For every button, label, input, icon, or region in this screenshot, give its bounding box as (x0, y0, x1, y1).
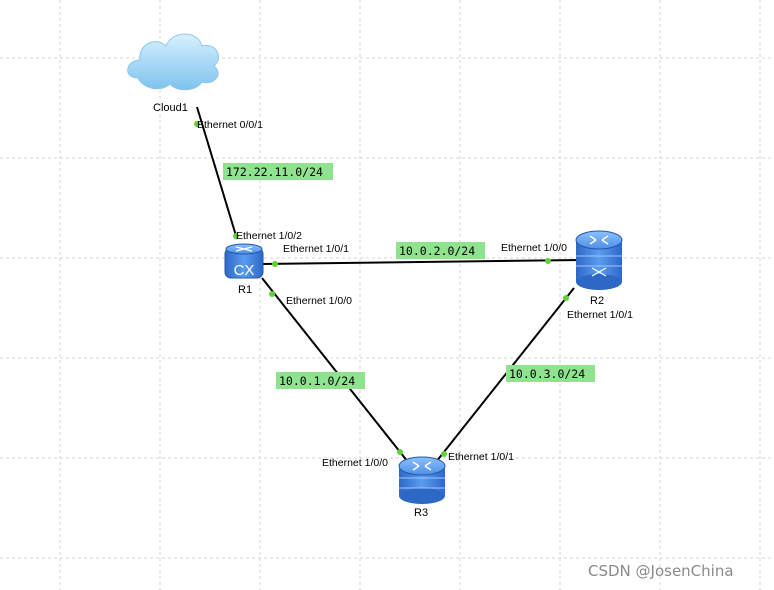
link-r1-r3[interactable] (261, 277, 409, 463)
r1-device[interactable]: CX R1 (224, 243, 264, 296)
subnet-text: 10.0.2.0/24 (399, 244, 475, 258)
r1-icon-text: CX (234, 262, 255, 279)
port-dot (545, 258, 551, 264)
port-dot (397, 449, 403, 455)
r1-label: R1 (238, 284, 252, 296)
link-r2-r3[interactable] (435, 287, 575, 463)
port-dot (233, 233, 239, 239)
subnet-label-cloud-r1: 172.22.11.0/24 (223, 163, 333, 180)
port-label-r3-e101: Ethernet 1/0/1 (448, 451, 514, 463)
port-label-r1-e102: Ethernet 1/0/2 (236, 230, 302, 242)
port-dot (272, 261, 278, 267)
r2-label: R2 (590, 295, 604, 307)
port-label-r2-e101: Ethernet 1/0/1 (567, 309, 633, 321)
port-label-cloud1-e001: Ethernet 0/0/1 (197, 119, 263, 131)
port-dot (194, 121, 200, 127)
subnet-text: 172.22.11.0/24 (226, 165, 323, 179)
subnet-label-r2-r3: 10.0.3.0/24 (506, 365, 595, 382)
port-label-r2-e100: Ethernet 1/0/0 (501, 242, 567, 254)
watermark-text: CSDN @JosenChina (588, 562, 734, 580)
subnet-label-r1-r2: 10.0.2.0/24 (396, 242, 485, 259)
router-cx-icon: CX (224, 243, 264, 279)
port-label-r1-e101: Ethernet 1/0/1 (283, 243, 349, 255)
port-dot (563, 295, 569, 301)
subnet-text: 10.0.3.0/24 (509, 367, 585, 381)
port-label-r3-e100: Ethernet 1/0/0 (322, 457, 388, 469)
r3-label: R3 (414, 507, 428, 519)
r2-device[interactable]: R2 (575, 230, 623, 307)
link-r1-r2[interactable] (261, 259, 581, 265)
r3-device[interactable]: R3 (398, 456, 446, 519)
cloud1-label: Cloud1 (153, 102, 188, 114)
router-icon (575, 230, 623, 290)
port-dot (441, 451, 447, 457)
subnet-text: 10.0.1.0/24 (279, 374, 355, 388)
port-label-r1-e100: Ethernet 1/0/0 (286, 295, 352, 307)
port-dot (269, 291, 275, 297)
link-cloud1-r1[interactable] (196, 106, 238, 240)
cloud1-device[interactable]: Cloud1 (127, 33, 219, 114)
cloud-icon (127, 33, 219, 91)
subnet-label-r1-r3: 10.0.1.0/24 (276, 372, 365, 389)
router-icon (398, 456, 446, 504)
